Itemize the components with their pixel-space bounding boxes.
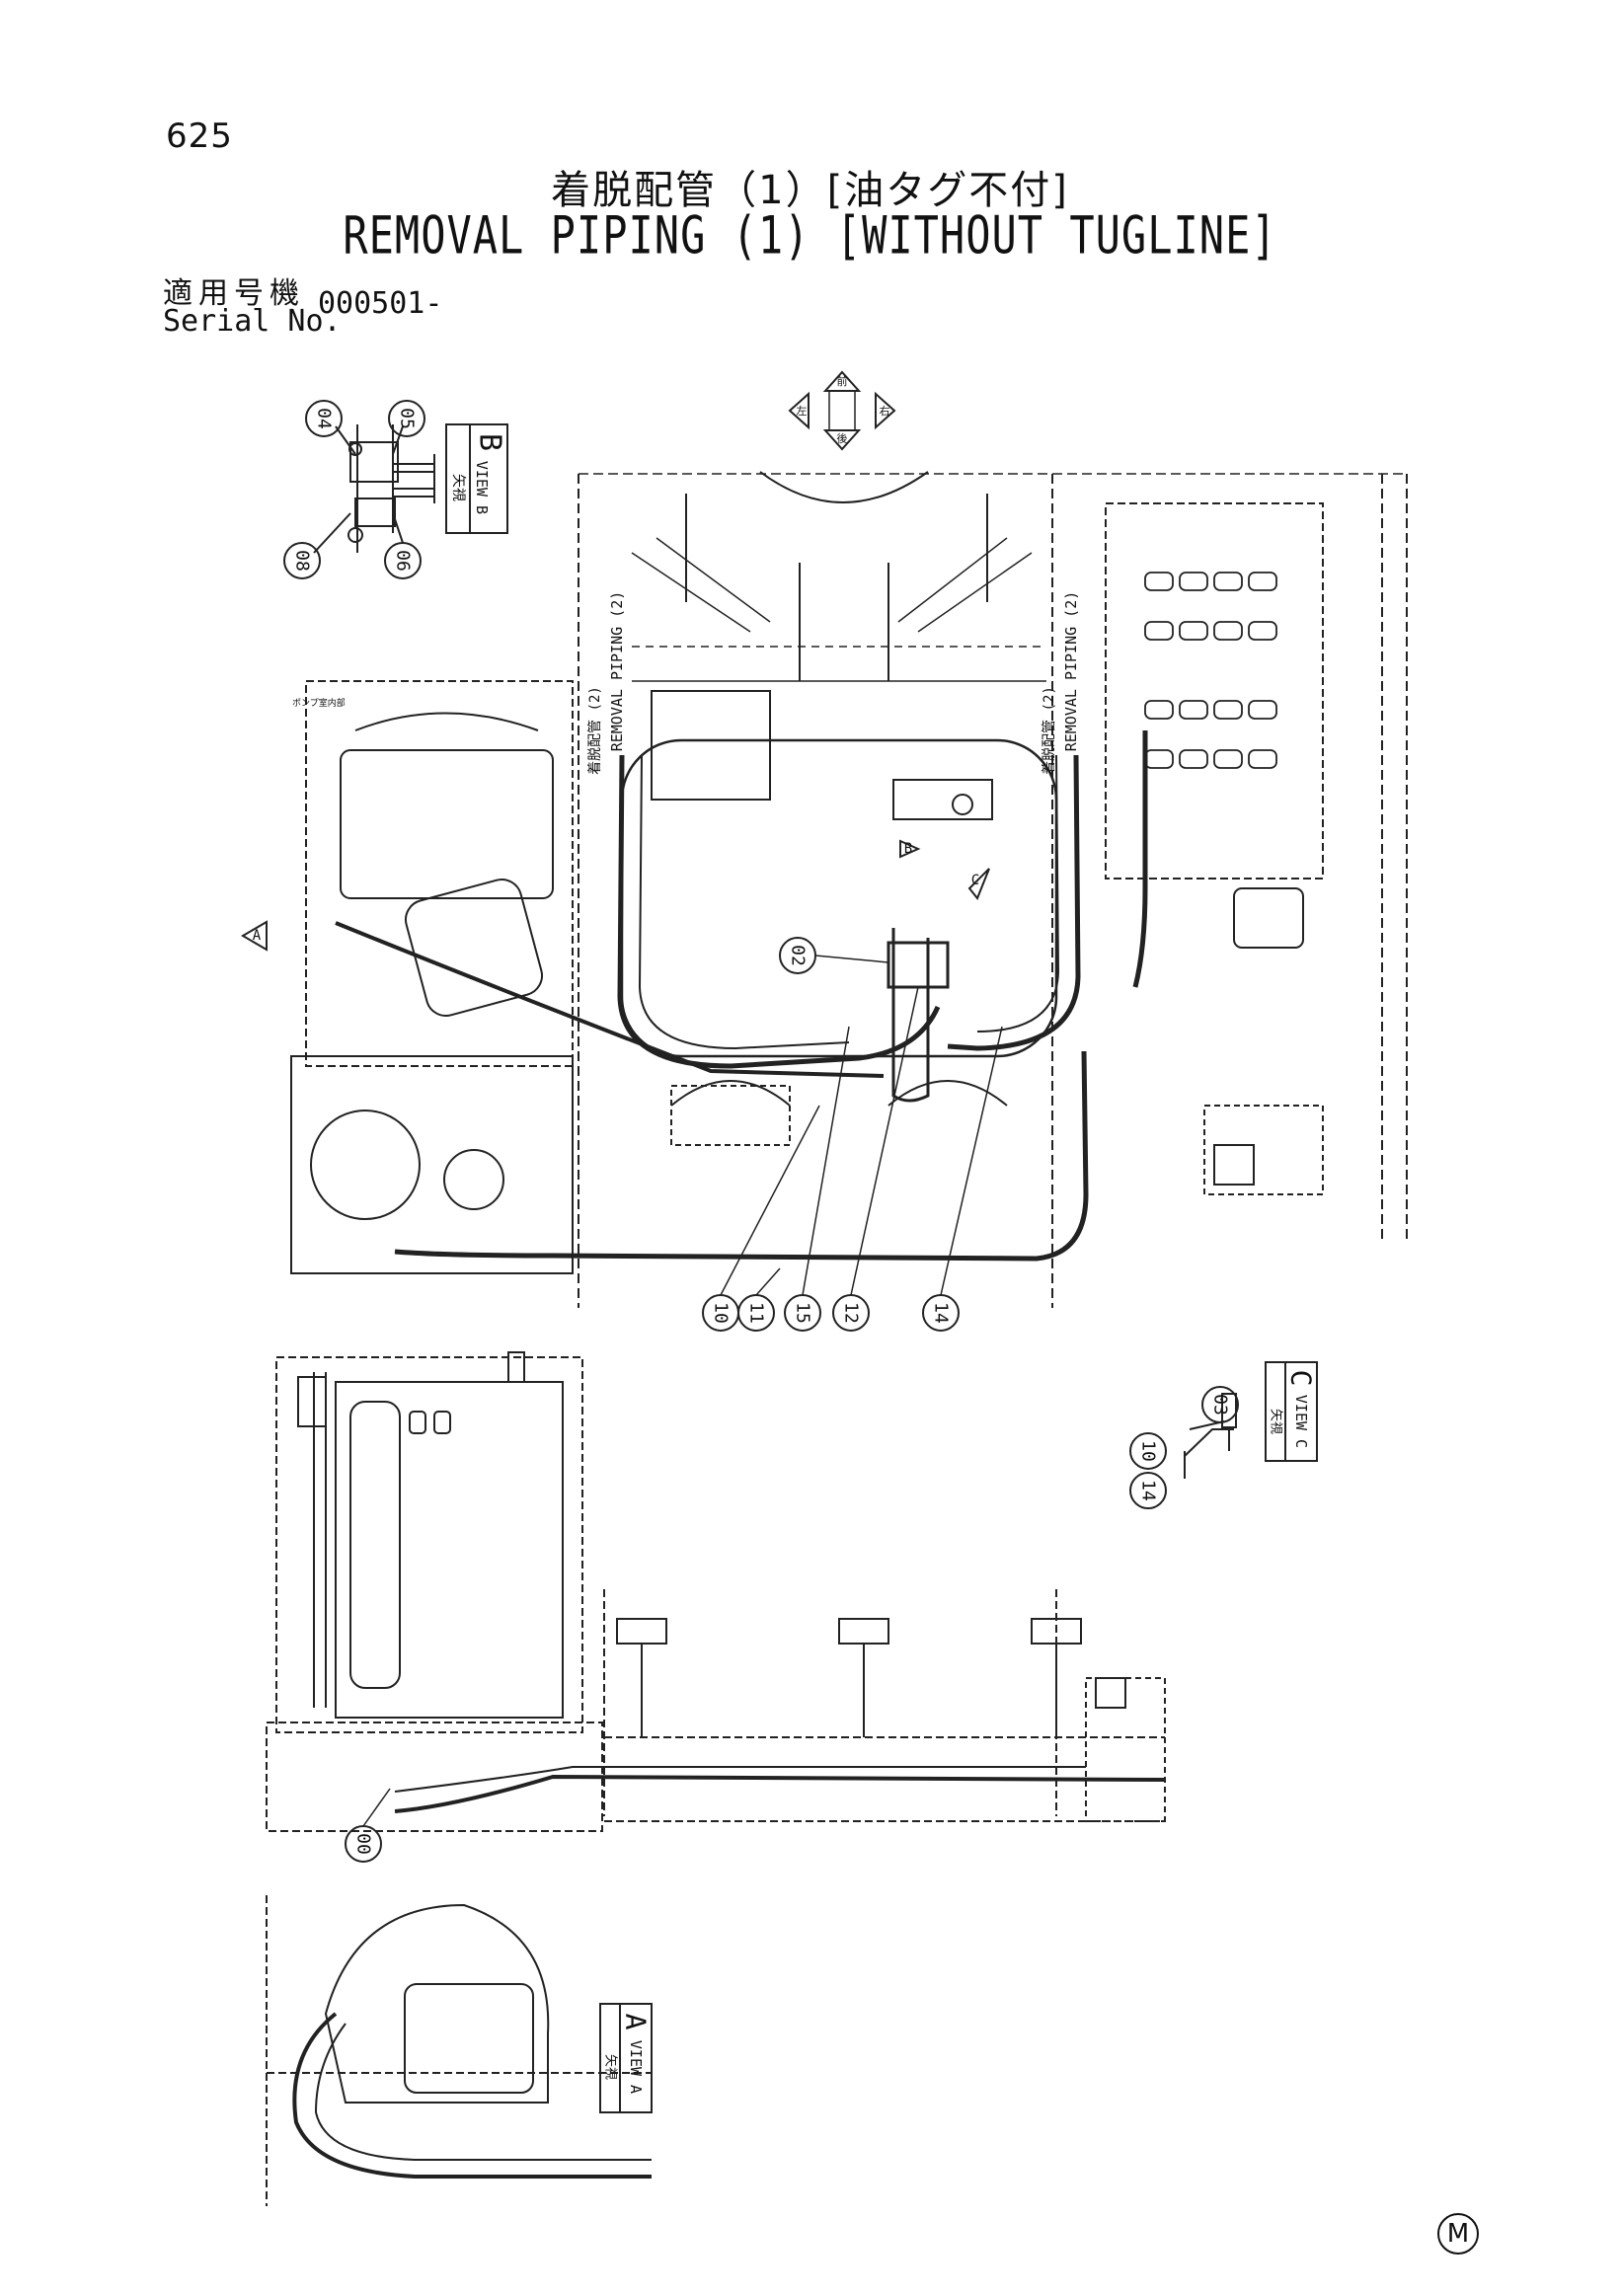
callout-label: 10 [711, 1302, 732, 1324]
manufacturer-mark: M [1437, 2213, 1479, 2255]
callout-label: 00 [353, 1833, 374, 1855]
compass-right: 右 [880, 404, 890, 418]
view-c-arrow-label: C [971, 873, 979, 888]
callout-circle [305, 400, 343, 437]
callout-label: 14 [931, 1302, 952, 1324]
callout-circle [737, 1294, 775, 1332]
page-number: 625 [166, 116, 233, 156]
serial-label-english: Serial No. [163, 304, 342, 339]
callout-circle [1129, 1472, 1167, 1509]
callout-label: 02 [788, 945, 809, 966]
callout-label: 12 [841, 1302, 862, 1324]
callout-label: 10 [1138, 1440, 1159, 1462]
view-b-label: VIEW B [473, 461, 491, 514]
callout-circle [388, 400, 425, 437]
callout-circle [384, 542, 422, 579]
serial-number-value: 000501- [318, 286, 443, 321]
view-c-letter: C [1285, 1370, 1318, 1387]
view-a-label: VIEW A [627, 2040, 645, 2094]
serial-label-japanese: 適用号機 [163, 276, 305, 311]
callout-label: 11 [746, 1302, 767, 1324]
view-c-jp: 矢視 [1269, 1409, 1283, 1434]
callout-circle [832, 1294, 870, 1332]
callout-label: 15 [793, 1302, 813, 1324]
removal-piping-jp-right: 着脱配管 (2) [1041, 686, 1057, 775]
callout-label: 05 [397, 408, 418, 429]
removal-piping-jp-left: 着脱配管 (2) [587, 686, 603, 775]
side-view: 00 [266, 1351, 1166, 1863]
pump-room-note: ポンプ室内部 [292, 697, 346, 709]
view-a-arrow-label: A [253, 928, 262, 944]
compass-left: 左 [797, 405, 808, 418]
callout-label: 06 [393, 550, 414, 572]
callout-circle [283, 542, 321, 579]
view-c-detail: 03 10 14 VIEW C 矢視 C [1129, 1361, 1318, 1509]
title-japanese: 着脱配管（1）[油タグ不付] [551, 168, 1069, 213]
direction-compass: 前 後 左 右 [788, 370, 896, 451]
title-english: REMOVAL PIPING (1) [WITHOUT TUGLINE] [343, 204, 1277, 267]
callout-circle [922, 1294, 960, 1332]
view-c-label: VIEW C [1292, 1395, 1310, 1448]
compass-front: 前 [837, 374, 848, 388]
callout-label: 03 [1210, 1394, 1231, 1416]
view-a-detail: VIEW A 矢視 A [266, 1895, 653, 2206]
removal-piping-en-left: REMOVAL PIPING (2) [608, 591, 626, 752]
view-b-arrow-label: B [904, 841, 912, 857]
callout-circle [784, 1294, 821, 1332]
view-a-letter: A [620, 2014, 653, 2030]
compass-rear: 後 [837, 431, 848, 445]
removal-piping-en-right: REMOVAL PIPING (2) [1062, 591, 1080, 752]
callout-label: 08 [292, 550, 313, 572]
view-b-detail: 04 05 08 06 VIEW B 矢視 B [283, 400, 508, 579]
callout-circle [1129, 1432, 1167, 1470]
main-plan-view: A ポンプ室内部 B C 着脱配管 (2) REMOVAL PIPING (2)… [241, 471, 1408, 1332]
view-a-jp: 矢視 [603, 2054, 618, 2080]
callout-circle [1201, 1386, 1239, 1423]
callout-label: 04 [314, 408, 335, 429]
view-b-jp: 矢視 [450, 474, 466, 501]
callout-label: 14 [1138, 1480, 1159, 1501]
view-b-letter: B [473, 433, 507, 451]
